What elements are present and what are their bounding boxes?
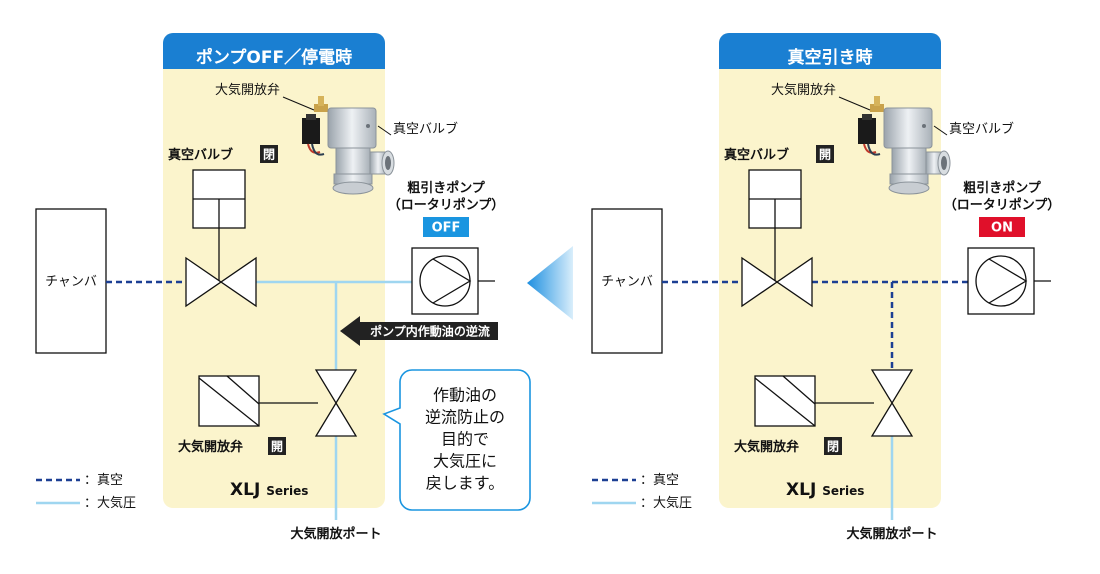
panel-header: 真空引き時 [719, 33, 941, 69]
atm-valve-actuator [754, 375, 874, 427]
vacuum-valve-state-tag: 閉 [260, 145, 278, 163]
vacuum-valve-label: 真空バルブ [168, 147, 233, 163]
atm-port-label: 大気開放ポート [290, 526, 381, 542]
backflow-arrow-label: ポンプ内作動油の逆流 [370, 324, 490, 339]
atm-valve-state-tag: 開 [268, 437, 286, 455]
rough-pump [967, 247, 1051, 315]
legend-atmos-label: ：大気圧 [84, 495, 136, 511]
svg-text:開: 開 [819, 148, 831, 162]
atm-valve-body [314, 369, 358, 437]
atm-port-label: 大気開放ポート [846, 526, 937, 542]
callout-line: 目的で [441, 430, 489, 449]
atm-valve-actuator [198, 375, 318, 427]
rough-pump [411, 247, 495, 315]
panel-header-text: ポンプOFF／停電時 [196, 47, 352, 68]
photo-atm-valve-label: 大気開放弁 [215, 82, 280, 98]
panel-vacuum-pumping: 真空引き時大気開放弁真空バルブ真空バルブ開チャンバ粗引きポンプ（ロータリポンプ）… [591, 33, 1061, 542]
vacuum-valve-body [741, 256, 813, 308]
legend-atmos-label: ：大気圧 [640, 495, 692, 511]
svg-text:閉: 閉 [827, 440, 839, 454]
legend-vacuum-label: ：真空 [640, 473, 679, 488]
svg-text:閉: 閉 [263, 148, 275, 162]
vacuum-valve-actuator [748, 169, 802, 282]
chamber: チャンバ [591, 208, 663, 354]
backflow-arrow: ポンプ内作動油の逆流 [340, 316, 498, 346]
vacuum-valve-state-tag: 開 [816, 145, 834, 163]
photo-atm-valve-label: 大気開放弁 [771, 82, 836, 98]
pump-state-badge: ON [979, 217, 1025, 237]
chamber-label: チャンバ [601, 275, 653, 290]
pump-state-badge: OFF [423, 217, 469, 237]
callout-line: 大気圧に [433, 452, 497, 471]
panel-header-text: 真空引き時 [788, 47, 873, 68]
atm-valve-label: 大気開放弁 [734, 439, 799, 455]
photo-vacuum-valve-label: 真空バルブ [949, 121, 1014, 137]
direction-triangle [527, 246, 573, 320]
panel-header: ポンプOFF／停電時 [163, 33, 385, 69]
legend-vacuum-label: ：真空 [84, 473, 123, 488]
callout-line: 逆流防止の [425, 408, 505, 427]
atm-valve-label: 大気開放弁 [178, 439, 243, 455]
atm-valve-body [870, 369, 914, 437]
pump-label-2: （ロータリポンプ） [944, 197, 1061, 213]
pump-label-2: （ロータリポンプ） [388, 197, 505, 213]
callout-line: 戻します。 [426, 474, 504, 493]
chamber-label: チャンバ [45, 275, 97, 290]
photo-vacuum-valve-label: 真空バルブ [393, 121, 458, 137]
atm-valve-state-tag: 閉 [824, 437, 842, 455]
vacuum-valve-body [185, 256, 257, 308]
svg-text:開: 開 [271, 440, 283, 454]
pump-label-1: 粗引きポンプ [963, 180, 1042, 196]
vacuum-valve-actuator [192, 169, 246, 282]
svg-text:ON: ON [991, 221, 1013, 236]
svg-text:OFF: OFF [432, 221, 461, 236]
pump-label-1: 粗引きポンプ [407, 180, 486, 196]
vacuum-valve-label: 真空バルブ [724, 147, 789, 163]
chamber: チャンバ [35, 208, 107, 354]
callout-line: 作動油の [433, 386, 497, 405]
panel-pump-off: ポンプOFF／停電時大気開放弁真空バルブ真空バルブ閉チャンバ粗引きポンプ（ロータ… [35, 33, 531, 542]
